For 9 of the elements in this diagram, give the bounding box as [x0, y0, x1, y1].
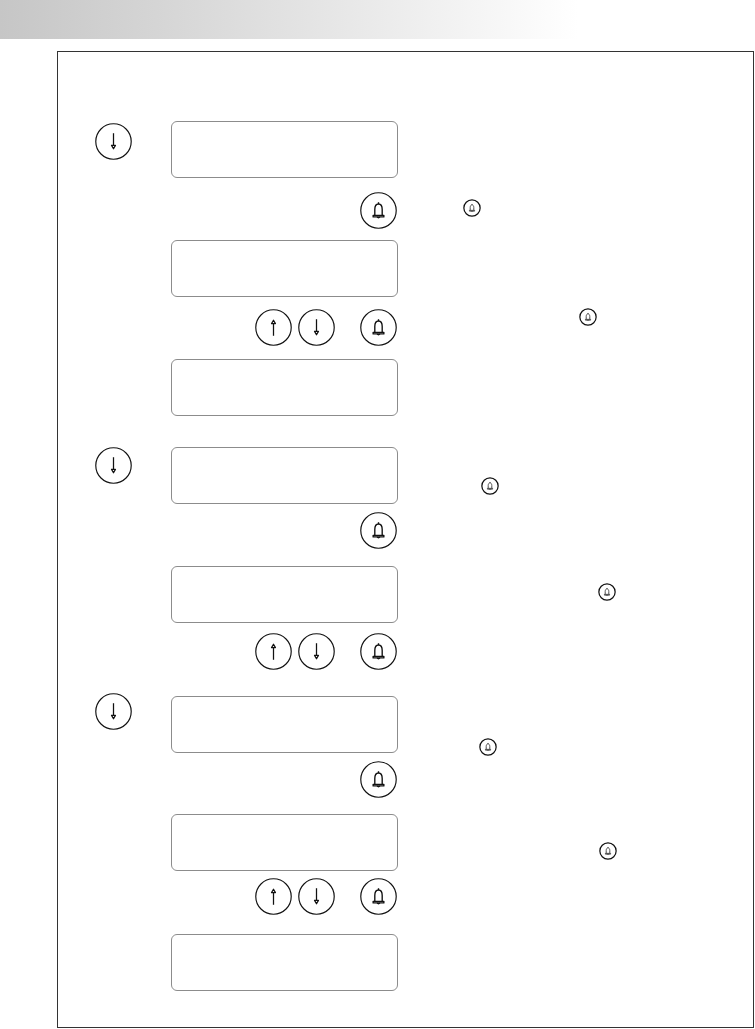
display-screen-box — [171, 566, 398, 623]
display-screen-box — [171, 814, 398, 871]
display-screen-box — [171, 121, 398, 178]
frame-box — [57, 51, 754, 1028]
display-screen-box — [171, 359, 398, 416]
display-screen-box — [171, 696, 398, 753]
display-screen-box — [171, 934, 398, 991]
display-screen-box — [171, 447, 398, 504]
display-screen-box — [171, 240, 398, 297]
